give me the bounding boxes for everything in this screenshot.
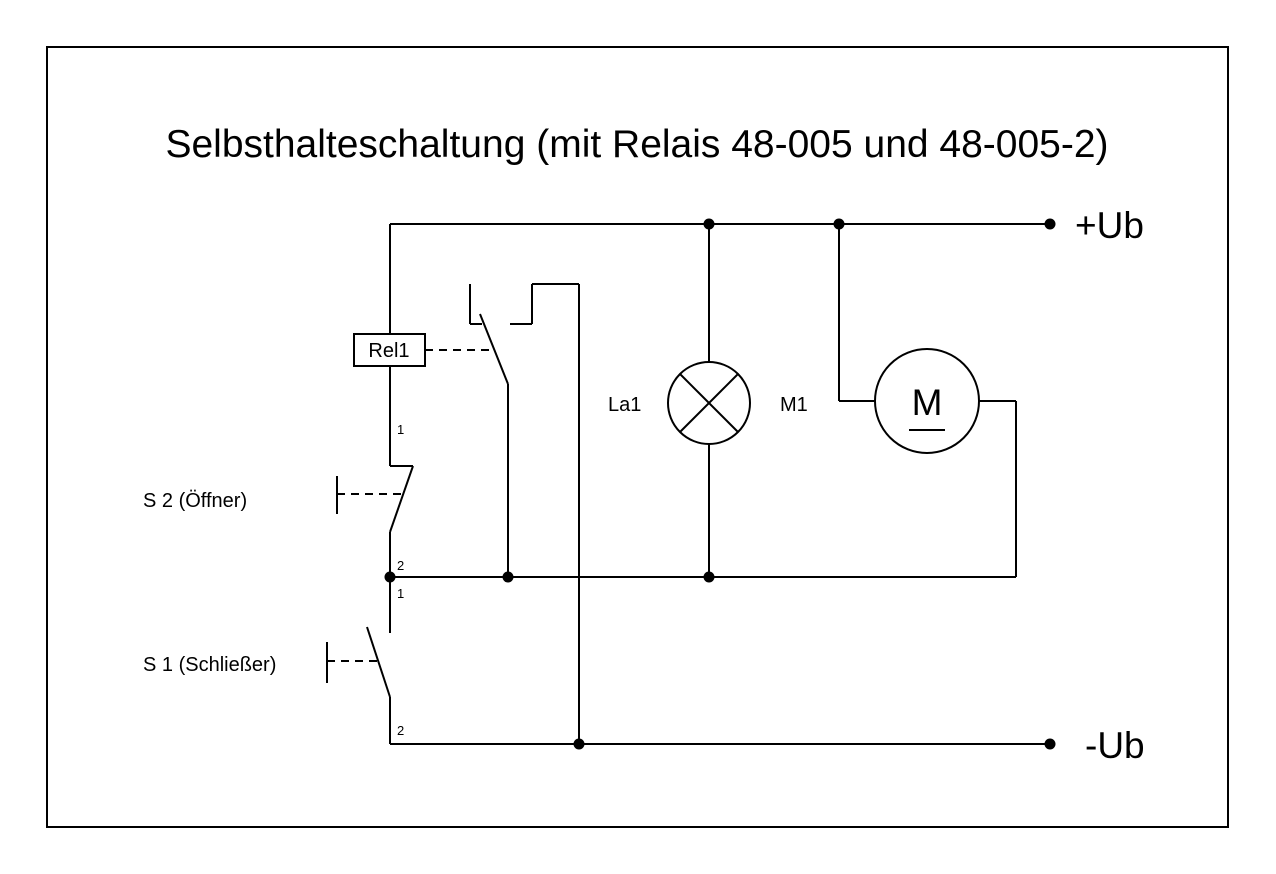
- s2-pin-1: 1: [397, 422, 404, 437]
- terminal-negative-label: -Ub: [1085, 725, 1145, 766]
- switch-s2-label: S 2 (Öffner): [143, 490, 247, 512]
- motor-label: M1: [780, 394, 808, 416]
- switch-s1: [326, 577, 391, 744]
- switch-s1-label: S 1 (Schließer): [143, 654, 276, 676]
- positive-rail: [389, 223, 1050, 334]
- s1-pin-1: 1: [397, 586, 404, 601]
- motor-symbol: M: [912, 382, 943, 423]
- s1-pin-2: 2: [397, 723, 404, 738]
- terminal-positive-label: +Ub: [1075, 205, 1144, 246]
- lamp-label: La1: [608, 394, 641, 416]
- diagram-frame: [46, 46, 1229, 828]
- diagram-title: Selbsthalteschaltung (mit Relais 48-005 …: [165, 123, 1108, 166]
- terminal-negative-dot: [1044, 738, 1056, 750]
- junction-relay-contact: [502, 571, 514, 583]
- relay-label: Rel1: [368, 340, 409, 362]
- s2-pin-2: 2: [397, 558, 404, 573]
- switch-s2: [336, 465, 414, 577]
- relay-coil: Rel1: [353, 333, 426, 367]
- junction-negative-rail: [573, 738, 585, 750]
- terminal-positive-dot: [1044, 218, 1056, 230]
- motor: M: [838, 224, 1017, 577]
- relay-contact: [469, 283, 580, 744]
- lamp: [667, 224, 751, 577]
